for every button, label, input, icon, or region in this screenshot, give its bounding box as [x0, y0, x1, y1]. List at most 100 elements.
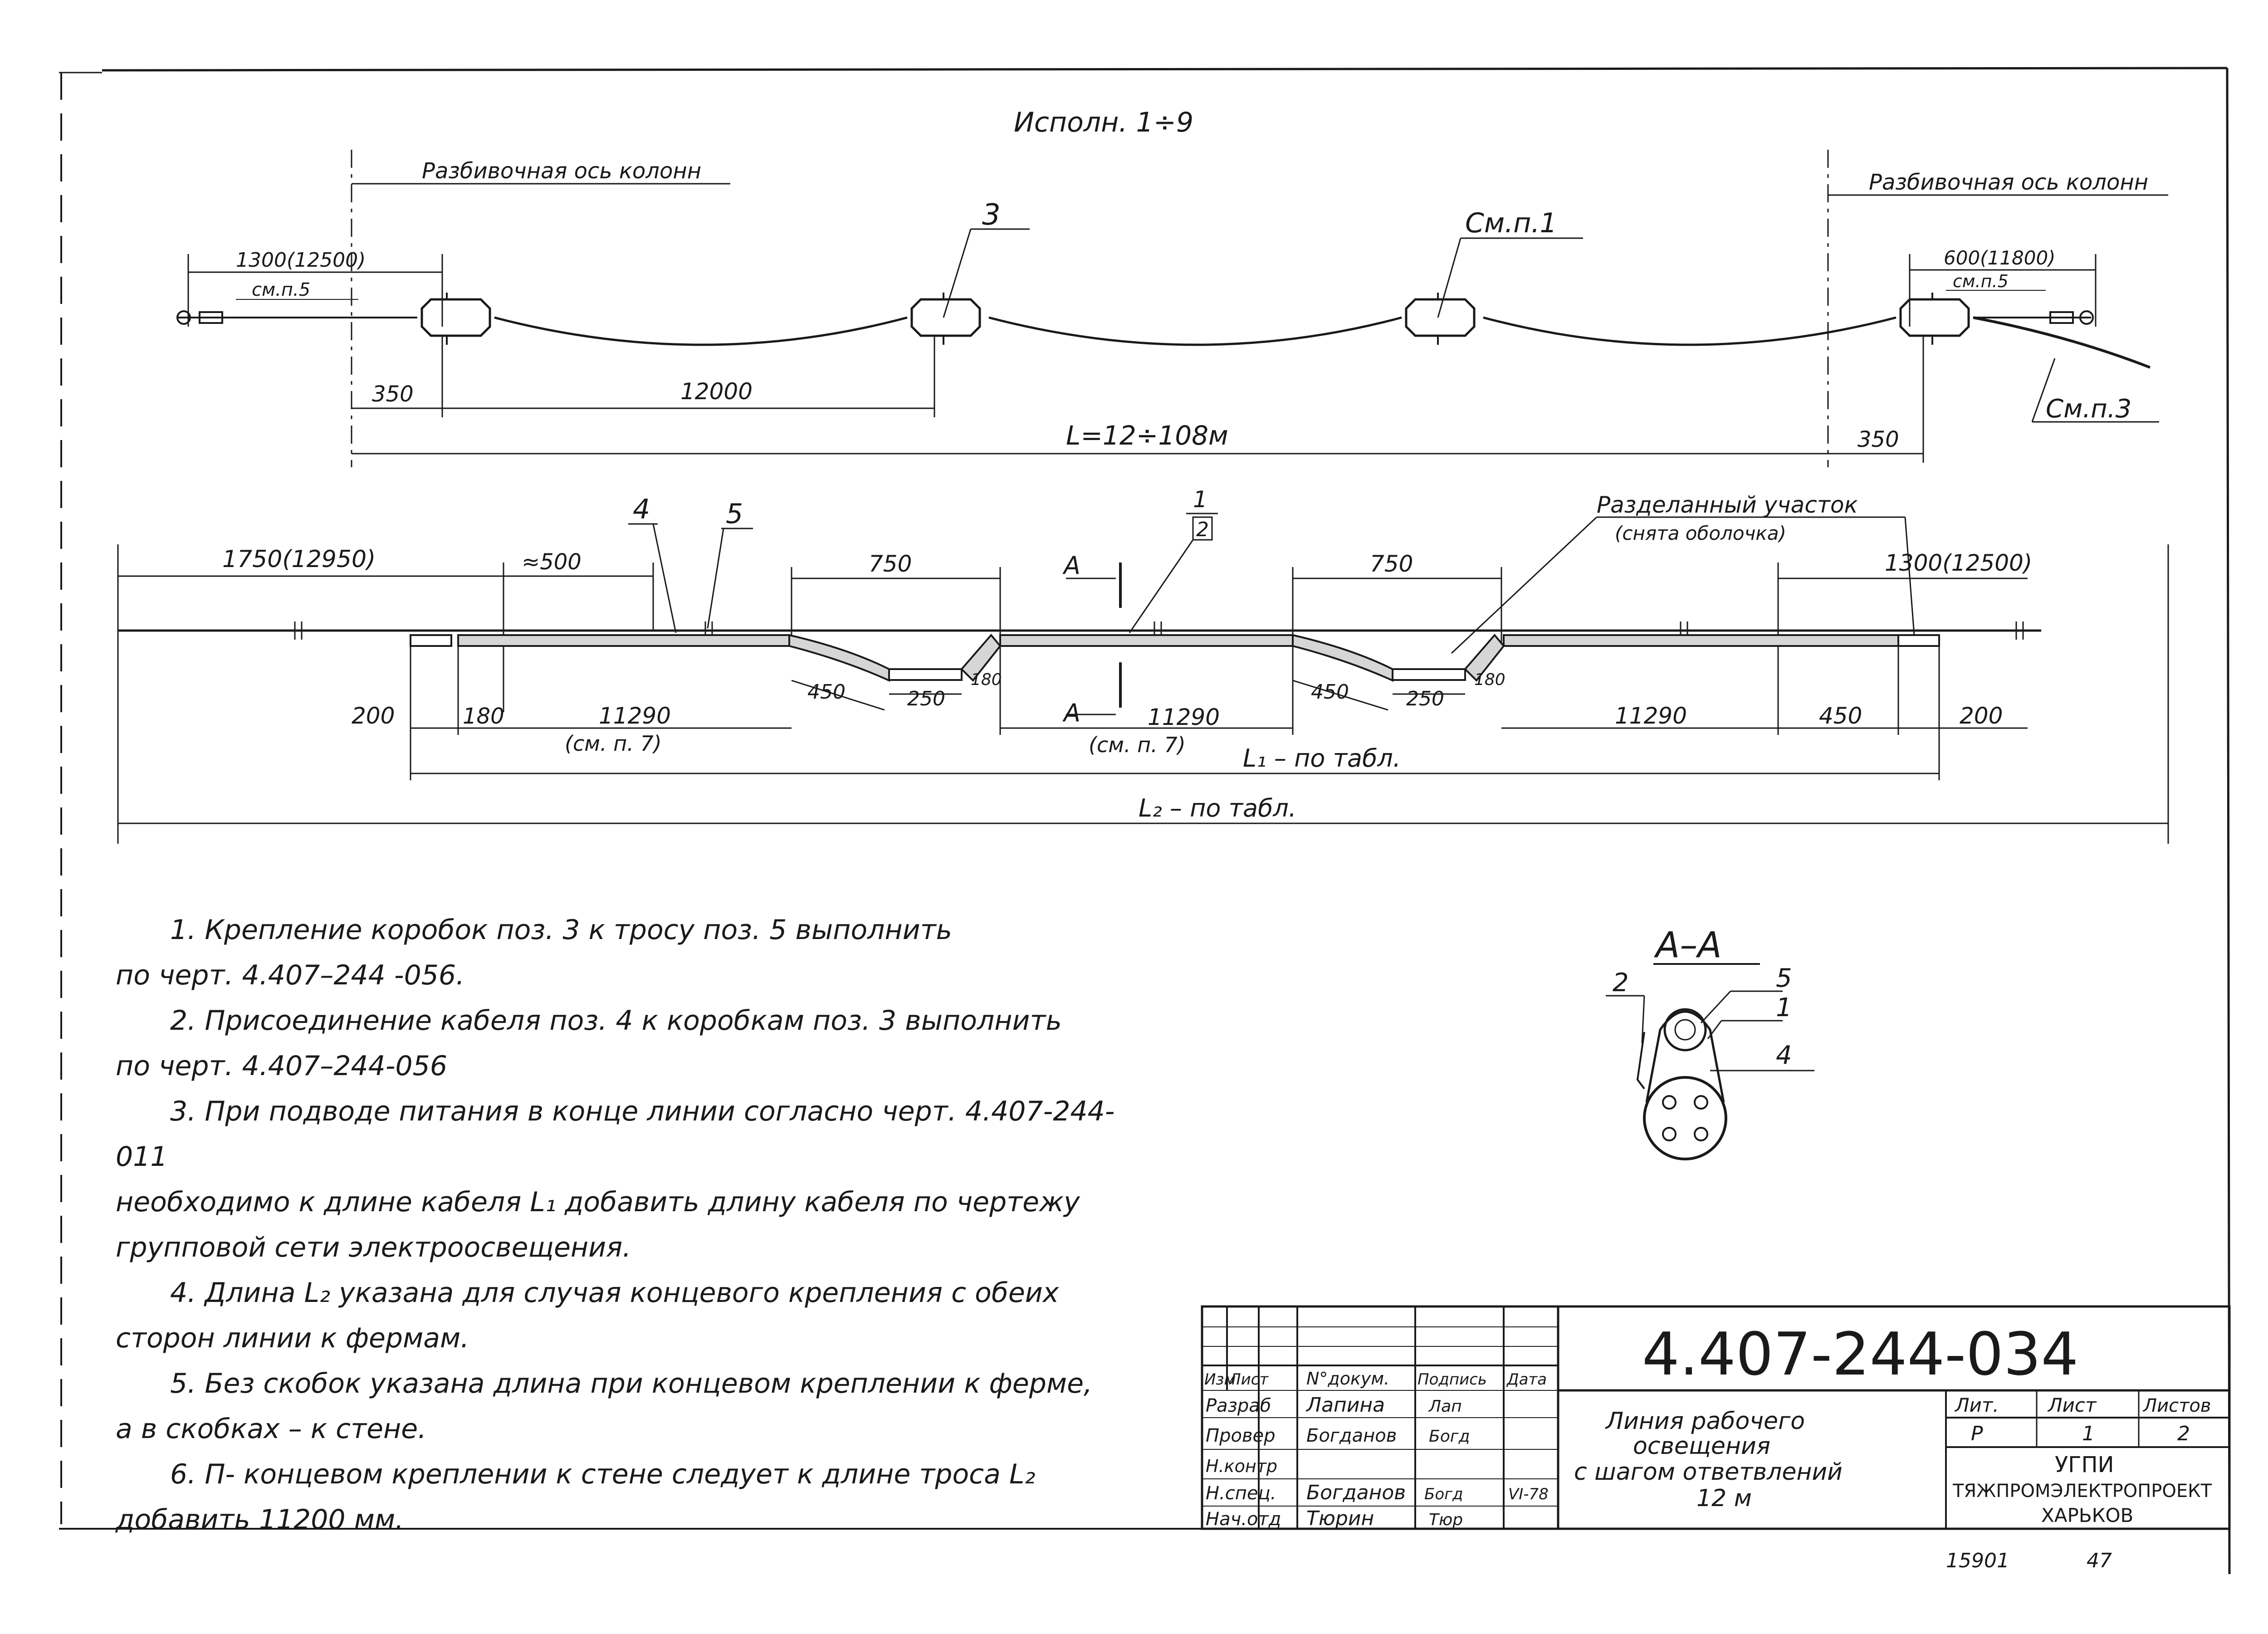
tb-header-list: Лист — [1228, 1370, 1269, 1389]
dim-L2-label: L₂ – по табл. — [1139, 794, 1296, 822]
tb-sheet-value: 1 — [2082, 1422, 2095, 1445]
drawing-title-4: 12 м — [1696, 1485, 1752, 1512]
notes-block: 1. Крепление коробок поз. 3 к тросу поз.… — [116, 907, 1159, 1542]
footer-handwritten: 15901 — [1946, 1549, 2009, 1572]
tb-sign-0: Лап — [1428, 1397, 1462, 1416]
stripped-leader-right — [1904, 517, 1915, 636]
tb-sign-3: Богд — [1424, 1485, 1463, 1503]
callout-5-leader — [707, 528, 724, 629]
note-line: 4. Длина L₂ указана для случая концевого… — [170, 1277, 1059, 1309]
tb-sheets-label: Листов — [2142, 1395, 2211, 1416]
pos-4-label: 4 — [633, 494, 650, 525]
column-axis-left — [351, 150, 730, 467]
see-p5-left: см.п.5 — [252, 279, 310, 300]
dim-450-a-label: 450 — [807, 680, 846, 704]
note-line: 6. П- концевом креплении к стене следует… — [170, 1458, 1036, 1490]
tb-lit-label: Лит. — [1954, 1394, 1999, 1416]
column-axis-right — [1827, 150, 2168, 467]
dim-250-b-label: 250 — [1406, 687, 1444, 710]
pos-3-label: 3 — [982, 198, 1001, 232]
note-line: 1. Крепление коробок поз. 3 к тросу поз.… — [170, 914, 953, 946]
note-line: а в скобках – к стене. — [116, 1413, 427, 1445]
junction-box-1 — [420, 293, 491, 345]
tb-role-0: Разраб — [1206, 1395, 1271, 1416]
tb-sign-1: Богд — [1429, 1427, 1470, 1446]
note-line: сторон линии к фермам. — [116, 1322, 469, 1354]
callout-p3-leader — [2031, 358, 2056, 422]
dim-250-a-label: 250 — [907, 687, 945, 710]
pos-1-2-top-label: 1 — [1193, 486, 1207, 513]
tb-role-2: Н.контр — [1206, 1456, 1277, 1476]
tb-role-1: Провер — [1206, 1425, 1276, 1446]
note-line: добавить 11200 мм. — [116, 1504, 404, 1536]
dim-row-lower — [118, 544, 2169, 844]
doc-number: 4.407-244-034 — [1642, 1320, 2078, 1389]
top-label: Исполн. 1÷9 — [1014, 107, 1193, 138]
tb-date-3: VI-78 — [1508, 1485, 1549, 1503]
tb-header-date: Дата — [1506, 1370, 1547, 1389]
dim-750-b-label: 750 — [1370, 551, 1413, 577]
note-line: 2. Присоединение кабеля поз. 4 к коробка… — [170, 1005, 1062, 1037]
dim-11290-a-label: 11290 — [599, 703, 671, 729]
dim-11290-b-label: 11290 — [1148, 704, 1220, 730]
section-A-top: А — [1062, 551, 1080, 580]
dim-500-label: ≈500 — [522, 549, 582, 575]
pos-1-2-box — [1192, 516, 1213, 541]
dim-200-right-label: 200 — [1960, 703, 2003, 729]
dim-1300-top — [187, 254, 443, 327]
note-line: 3. При подводе питания в конце линии сог… — [116, 1096, 1115, 1173]
dim-L — [352, 336, 1924, 463]
tb-header-sign: Подпись — [1418, 1370, 1487, 1389]
tb-role-4: Нач.отд — [1206, 1509, 1281, 1530]
drawing-title-1: Линия рабочего — [1605, 1408, 1805, 1435]
footer-page: 47 — [2087, 1549, 2112, 1572]
title-block-grid — [1201, 1305, 2231, 1530]
see-p7-a: (см. п. 7) — [565, 731, 662, 756]
dim-11290-c-label: 11290 — [1615, 703, 1687, 729]
dim-L-label: L=12÷108м — [1066, 420, 1228, 451]
junction-box-3 — [1405, 293, 1476, 345]
section-label-5: 5 — [1776, 964, 1792, 993]
dim-450-c-label: 450 — [1819, 703, 1862, 729]
dim-750-a-label: 750 — [869, 551, 912, 577]
see-p1-label: См.п.1 — [1465, 207, 1557, 239]
dim-180-c-label: 180 — [1474, 670, 1505, 689]
tb-name-3: Богданов — [1306, 1481, 1406, 1504]
dim-200-left-label: 200 — [352, 703, 395, 729]
dim-1300-top-label: 1300(12500) — [236, 249, 366, 272]
stripped-section-label: Разделанный участок — [1597, 492, 1858, 518]
junction-box-4 — [1899, 293, 1970, 345]
dim-180-b-label: 180 — [971, 670, 1002, 689]
tb-header-doc: N°докум. — [1306, 1369, 1389, 1389]
see-p3-label: См.п.3 — [2046, 394, 2131, 424]
stripped-leader-left — [1451, 516, 1598, 654]
note-line: по черт. 4.407–244-056 — [116, 1050, 448, 1082]
axis-label-right: Разбивочная ось колонн — [1869, 170, 2148, 195]
axis-label-left: Разбивочная ось колонн — [422, 158, 701, 184]
dim-450-b-label: 450 — [1311, 680, 1349, 704]
tb-sheet-label: Лист — [2047, 1394, 2097, 1416]
section-label-2: 2 — [1613, 968, 1629, 998]
drawing-title-2: освещения — [1633, 1433, 1770, 1460]
section-A-mark — [1066, 563, 1122, 715]
section-AA-drawing — [1606, 990, 1814, 1160]
callout-1-2-leader — [1129, 539, 1194, 633]
section-label-4: 4 — [1776, 1041, 1792, 1070]
see-p7-b: (см. п. 7) — [1089, 733, 1186, 757]
dim-L1-label: L₁ – по табл. — [1243, 744, 1401, 773]
dim-1300-mid-label: 1300(12500) — [1885, 550, 2032, 576]
note-line: необходимо к длине кабеля L₁ добавить дл… — [116, 1186, 1080, 1218]
dim-600-label: 600(11800) — [1944, 247, 2056, 269]
tb-name-4: Тюрин — [1306, 1507, 1374, 1530]
note-line: 5. Без скобок указана длина при концевом… — [170, 1368, 1093, 1399]
org-line-1: УГПИ — [2055, 1452, 2114, 1477]
note-line: по черт. 4.407–244 -056. — [116, 959, 465, 991]
section-label-1: 1 — [1776, 993, 1792, 1022]
dim-600 — [1909, 254, 2097, 327]
dim-180-a-label: 180 — [463, 704, 504, 729]
section-A-bottom: А — [1062, 699, 1080, 727]
junction-box-2 — [910, 293, 981, 345]
dim-350-left-label: 350 — [372, 382, 414, 407]
tb-sheets-value: 2 — [2177, 1422, 2190, 1445]
